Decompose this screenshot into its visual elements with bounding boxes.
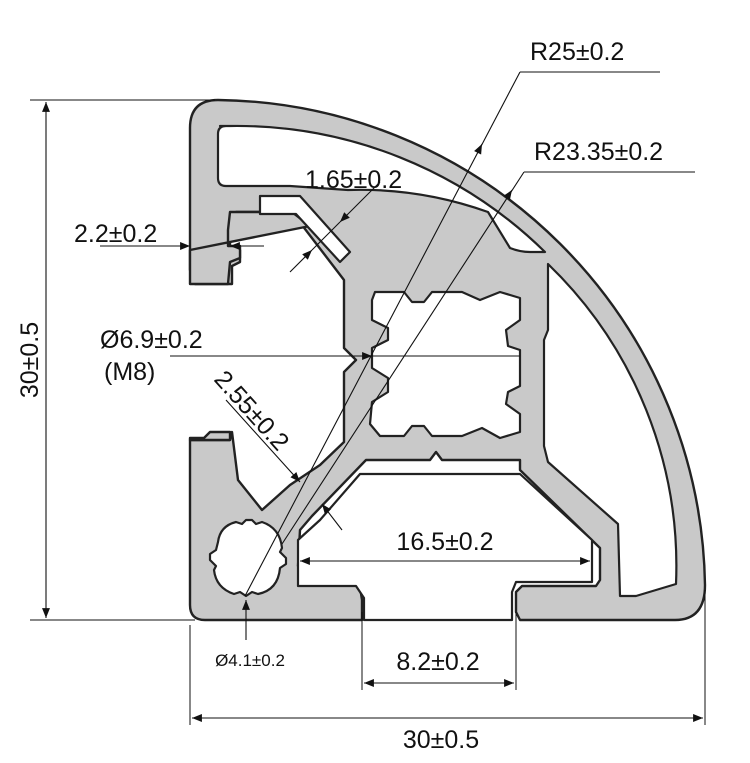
wall-thickness-label: 1.65±0.2	[305, 166, 402, 194]
arc-channel-void	[216, 124, 547, 254]
inner-radius-dimension: R23.35±0.2	[281, 138, 695, 545]
inner-radius-label: R23.35±0.2	[534, 138, 663, 166]
side-channel-void	[542, 262, 678, 598]
lower-lip-tab	[188, 430, 232, 442]
outer-radius-label: R25±0.2	[530, 38, 624, 66]
overall-width-label: 30±0.5	[403, 726, 479, 754]
core-bore-dimension: Ø6.9±0.2 (M8)	[100, 326, 520, 386]
small-bore-dimension: Ø4.1±0.2	[215, 600, 285, 670]
slot-opening-dimension: 8.2±0.2	[361, 612, 517, 690]
core-bore-label: Ø6.9±0.2	[100, 326, 203, 354]
wall-thickness-dimension: 1.65±0.2	[289, 166, 402, 273]
slot-opening-label: 8.2±0.2	[396, 648, 479, 676]
slot-inner-width-label: 16.5±0.2	[396, 528, 493, 556]
outer-radius-dimension: R25±0.2	[244, 38, 660, 597]
aluminum-profile	[188, 98, 707, 622]
overall-height-label: 30±0.5	[16, 322, 44, 398]
slot-inner-width-dimension: 16.5±0.2	[300, 528, 590, 565]
small-corner-bore	[208, 518, 288, 598]
diagonal-channel-void	[258, 194, 352, 264]
core-bore-thread-label: (M8)	[104, 358, 155, 386]
lip-thickness-label: 2.2±0.2	[74, 220, 157, 248]
overall-height-dimension: 30±0.5	[16, 99, 215, 621]
small-bore-label: Ø4.1±0.2	[215, 651, 285, 670]
overall-width-dimension: 30±0.5	[189, 590, 706, 754]
lip-thickness-dimension: 2.2±0.2	[74, 220, 264, 250]
core-bore-void	[368, 290, 522, 440]
bottom-slot-void	[296, 472, 594, 622]
